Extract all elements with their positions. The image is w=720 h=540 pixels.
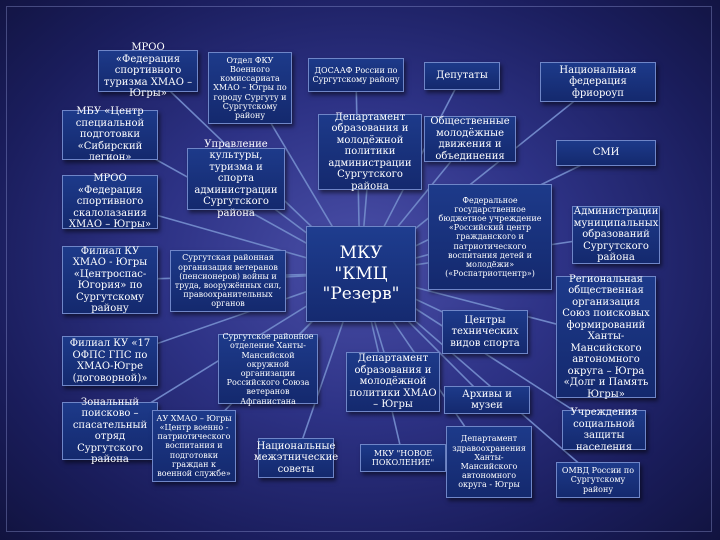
node-omvd-russia: ОМВД России по Сургутскому району (556, 462, 640, 498)
node-municipal-administrations: Администрации муниципальных образований … (572, 206, 660, 264)
node-mass-media: СМИ (556, 140, 656, 166)
node-mbu-siberian-legion: МБУ «Центр специальной подготовки «Сибир… (62, 106, 158, 163)
node-dept-education-region: Департамент образования и молодёжной пол… (346, 352, 440, 412)
node-mroo-sport-tourism: МРОО «Федерация спортивного туризма ХМАО… (98, 42, 198, 99)
central-node-kmc-reserv: МКУ "КМЦ "Резерв" (306, 226, 416, 322)
node-veterans-organization: Сургутская районная организация ветерано… (170, 250, 286, 312)
node-dept-healthcare: Департамент здравоохранения Ханты-Мансий… (446, 426, 532, 498)
node-search-rescue-unit: Зональный поисково – спасательный отряд … (62, 397, 158, 465)
node-afghan-veterans: Сургутское районное отделение Ханты-Манс… (218, 332, 318, 406)
node-rospatriotcenter: Федеральное государственное бюджетное уч… (428, 184, 552, 290)
node-culture-tourism-sport: Управление культуры, туризма и спорта ад… (187, 139, 285, 219)
node-military-commissariat: Отдел ФКУ Военного комиссариата ХМАО – Ю… (208, 52, 292, 124)
node-youth-movements: Общественные молодёжные движения и объед… (424, 116, 516, 162)
slide-frame (6, 6, 712, 532)
node-mku-new-generation: МКУ "НОВОЕ ПОКОЛЕНИЕ" (360, 444, 446, 472)
node-social-protection: Учреждения социальной защиты населения (562, 407, 646, 453)
node-military-patriotic-center: АУ ХМАО – Югры «Центр военно - патриотич… (152, 410, 236, 482)
node-archives-museums: Архивы и музеи (444, 386, 530, 414)
node-mroo-climbing: МРОО «Федерация спортивного скалолазания… (62, 173, 158, 230)
node-technical-sports-centers: Центры технических видов спорта (442, 310, 528, 354)
node-freeroping-federation: Национальная федерация фриороуп (540, 62, 656, 102)
node-17-ofps: Филиал КУ «17 ОФПС ГПС по ХМАО-Югре (дог… (62, 336, 158, 386)
node-interethnic-councils: Национальные межэтнические советы (254, 438, 338, 478)
node-dosaaf: ДОСААФ России по Сургутскому району (308, 58, 404, 92)
node-search-formations-union: Региональная общественная организация Со… (556, 274, 656, 400)
node-dept-education-district: Департамент образования и молодёжной пол… (318, 112, 422, 192)
node-deputies: Депутаты (424, 62, 500, 90)
node-centrospas-yugoria: Филиал КУ ХМАО - Югры «Центроспас-Югория… (62, 246, 158, 314)
